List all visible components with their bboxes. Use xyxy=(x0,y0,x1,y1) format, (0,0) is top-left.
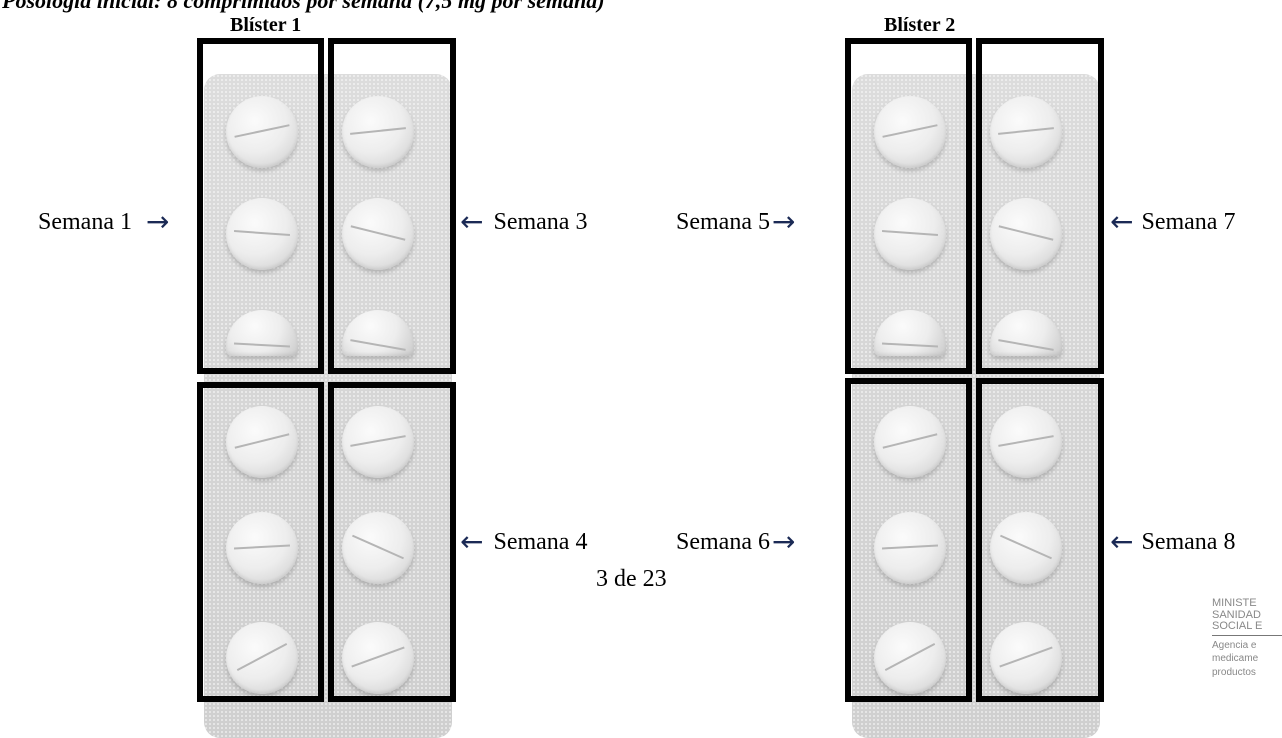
week-7-text: Semana 7 xyxy=(1141,208,1236,235)
page-number: 3 de 23 xyxy=(596,566,667,592)
blister-2-title: Blíster 2 xyxy=(884,14,956,36)
week-5-strip xyxy=(845,38,972,374)
pill-icon xyxy=(342,96,414,168)
pill-icon xyxy=(226,96,298,168)
pill-icon xyxy=(342,512,414,584)
week-7-strip xyxy=(976,38,1104,374)
week-2-strip xyxy=(197,382,324,702)
pill-icon xyxy=(874,198,946,270)
week-8-strip xyxy=(976,378,1104,702)
pill-icon xyxy=(226,406,298,478)
arrow-right-icon: → xyxy=(771,525,796,558)
pill-icon xyxy=(874,96,946,168)
week-5-text: Semana 5 xyxy=(676,208,770,235)
week-3-text: Semana 3 xyxy=(493,208,588,235)
arrow-left-icon: ← xyxy=(460,205,484,238)
ministry-line: SOCIAL E xyxy=(1212,620,1263,633)
ministry-line: SANIDAD xyxy=(1212,608,1261,621)
pill-icon xyxy=(342,406,414,478)
pill-icon xyxy=(226,512,298,584)
pill-icon xyxy=(990,406,1062,478)
week-4-label: ← Semana 4 xyxy=(460,528,587,556)
page-header: Posología inicial: 8 comprimidos por sem… xyxy=(2,0,605,13)
week-4-text: Semana 4 xyxy=(493,528,588,555)
agency-line: medicame xyxy=(1212,653,1259,665)
arrow-left-icon: ← xyxy=(460,525,484,558)
week-1-strip xyxy=(197,38,324,374)
arrow-right-icon: → xyxy=(145,205,170,238)
week-6-strip xyxy=(845,378,972,702)
week-5-label: Semana 5 → xyxy=(676,208,795,236)
arrow-right-icon: → xyxy=(771,205,796,238)
agency-line: Agencia e xyxy=(1212,639,1257,651)
pill-icon xyxy=(874,406,946,478)
ministry-logo-text: MINISTE SANIDAD SOCIAL E Agencia e medic… xyxy=(1212,597,1282,679)
pill-icon xyxy=(990,198,1062,270)
pill-icon xyxy=(990,96,1062,168)
pill-icon xyxy=(874,512,946,584)
blister-2 xyxy=(842,38,1110,738)
week-1-text: Semana 1 xyxy=(38,208,132,235)
pill-icon xyxy=(990,512,1062,584)
blister-1 xyxy=(194,38,462,738)
arrow-left-icon: ← xyxy=(1110,525,1134,558)
pill-icon xyxy=(342,198,414,270)
week-6-label: Semana 6 → xyxy=(676,528,795,556)
ministry-divider xyxy=(1212,634,1282,636)
blister-1-title: Blíster 1 xyxy=(230,14,302,36)
week-4-strip xyxy=(328,382,456,702)
week-3-label: ← Semana 3 xyxy=(460,208,587,236)
pill-icon xyxy=(226,198,298,270)
week-6-text: Semana 6 xyxy=(676,528,770,555)
week-3-strip xyxy=(328,38,456,374)
ministry-line: MINISTE xyxy=(1212,597,1257,609)
agency-line: productos xyxy=(1212,666,1256,678)
arrow-left-icon: ← xyxy=(1110,205,1134,238)
week-7-label: ← Semana 7 xyxy=(1110,208,1235,236)
week-8-text: Semana 8 xyxy=(1141,528,1236,555)
week-8-label: ← Semana 8 xyxy=(1110,528,1235,556)
week-1-label: Semana 1 → xyxy=(38,208,169,236)
